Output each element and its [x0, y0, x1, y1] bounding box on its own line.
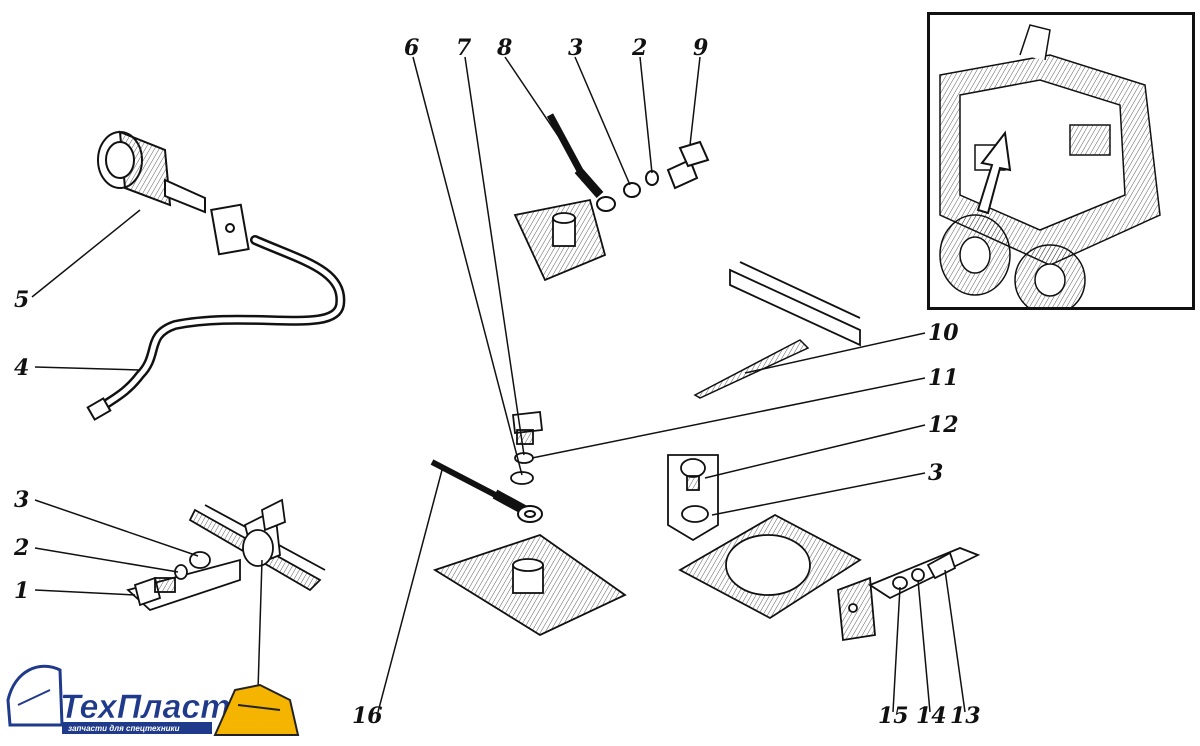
rail-part — [729, 261, 861, 347]
callout-4: 4 — [14, 355, 29, 381]
callout-16: 16 — [352, 703, 383, 729]
callout-numbers: 6 7 8 3 2 9 5 4 10 11 12 3 3 2 1 16 15 1… — [13, 35, 981, 729]
callout-7: 7 — [456, 35, 472, 61]
callout-2-left: 2 — [13, 535, 29, 561]
sensor-part — [97, 130, 250, 256]
ground-wire-center — [430, 459, 543, 523]
callout-12: 12 — [928, 412, 959, 438]
techplast-logo: ТехПласт запчасти для спецтехники — [6, 664, 300, 736]
callout-3-left: 3 — [14, 487, 29, 513]
bracket-right — [837, 547, 981, 642]
mount-plate-right — [667, 454, 862, 620]
inset-drawing — [939, 24, 1161, 307]
excavator-bucket-icon — [6, 664, 64, 727]
callout-13: 13 — [950, 703, 981, 729]
callout-3-right: 3 — [928, 460, 943, 486]
location-arrow-icon — [976, 130, 1012, 215]
loader-arm-icon — [213, 683, 300, 736]
leader-lines — [31, 56, 966, 713]
callout-5: 5 — [14, 287, 29, 313]
logo-brand: ТехПласт — [60, 688, 231, 726]
clamp-assembly — [126, 498, 326, 612]
callout-11: 11 — [928, 365, 959, 391]
ground-wire-top — [546, 113, 710, 212]
callout-15: 15 — [878, 703, 909, 729]
callout-9: 9 — [693, 35, 708, 61]
callout-1: 1 — [14, 578, 29, 604]
ground-plate-center — [432, 534, 627, 637]
logo-tagline: запчасти для спецтехники — [68, 724, 180, 733]
callout-6: 6 — [404, 35, 419, 61]
machine-location-inset — [927, 12, 1195, 310]
callout-3-top: 3 — [568, 35, 583, 61]
cable-tie-part — [693, 339, 810, 399]
callout-14: 14 — [916, 703, 947, 729]
ground-plate-top — [513, 198, 607, 282]
callout-2-top: 2 — [631, 35, 647, 61]
callout-10: 10 — [928, 320, 959, 346]
callout-8: 8 — [496, 35, 512, 61]
